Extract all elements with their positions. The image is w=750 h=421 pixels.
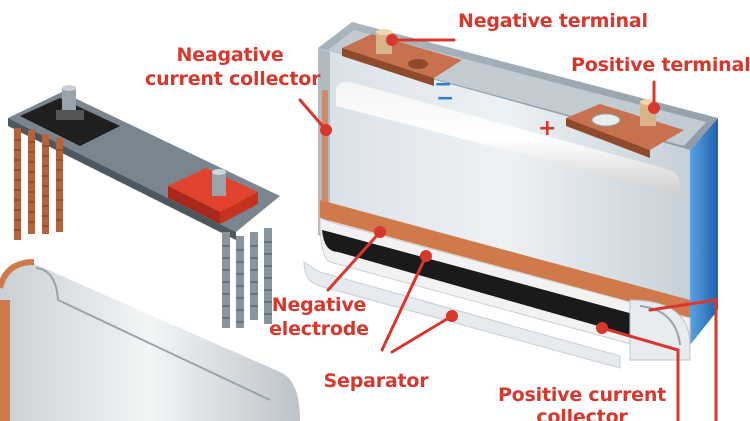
callout-dots bbox=[320, 34, 660, 334]
positive-current-collector-leader-1 bbox=[600, 326, 680, 421]
label-separator: Separator bbox=[323, 370, 429, 392]
callout-dot-positive-current-collector bbox=[596, 322, 608, 334]
label-negative-current-collector-line2: current collector bbox=[145, 68, 321, 90]
negative-electrode-leader bbox=[326, 230, 382, 292]
positive-current-collector-leader-2 bbox=[648, 298, 718, 421]
callout-lines bbox=[298, 38, 718, 421]
jelly-roll bbox=[0, 259, 300, 421]
callout-dot-negative-current-collector bbox=[320, 124, 332, 136]
label-negative-terminal: Negative terminal bbox=[458, 10, 648, 32]
callout-dot-separator-2 bbox=[446, 310, 458, 322]
separator-leader-2 bbox=[390, 314, 454, 354]
lid-assembly bbox=[8, 85, 280, 328]
label-negative-current-collector-line1: Neagative bbox=[176, 44, 284, 66]
minus-symbol: − bbox=[434, 72, 453, 97]
label-negative-electrode-line2: electrode bbox=[269, 318, 369, 340]
label-positive-current-collector-line1: Positive current bbox=[497, 384, 667, 406]
callout-dot-negative-terminal bbox=[386, 34, 398, 46]
callout-dot-negative-electrode bbox=[374, 226, 386, 238]
callout-dot-positive-terminal bbox=[648, 102, 660, 114]
label-positive-terminal: Positive terminal bbox=[571, 54, 750, 76]
plus-symbol: + bbox=[538, 116, 557, 141]
label-positive-current-collector-line2: collector bbox=[536, 406, 628, 421]
negative-current-collector-leader bbox=[298, 98, 328, 132]
minus-symbol-2: − bbox=[436, 86, 455, 111]
separator-leader-1 bbox=[380, 254, 428, 352]
callout-dot-separator-1 bbox=[420, 250, 432, 262]
label-negative-electrode-line1: Negative bbox=[271, 294, 367, 316]
